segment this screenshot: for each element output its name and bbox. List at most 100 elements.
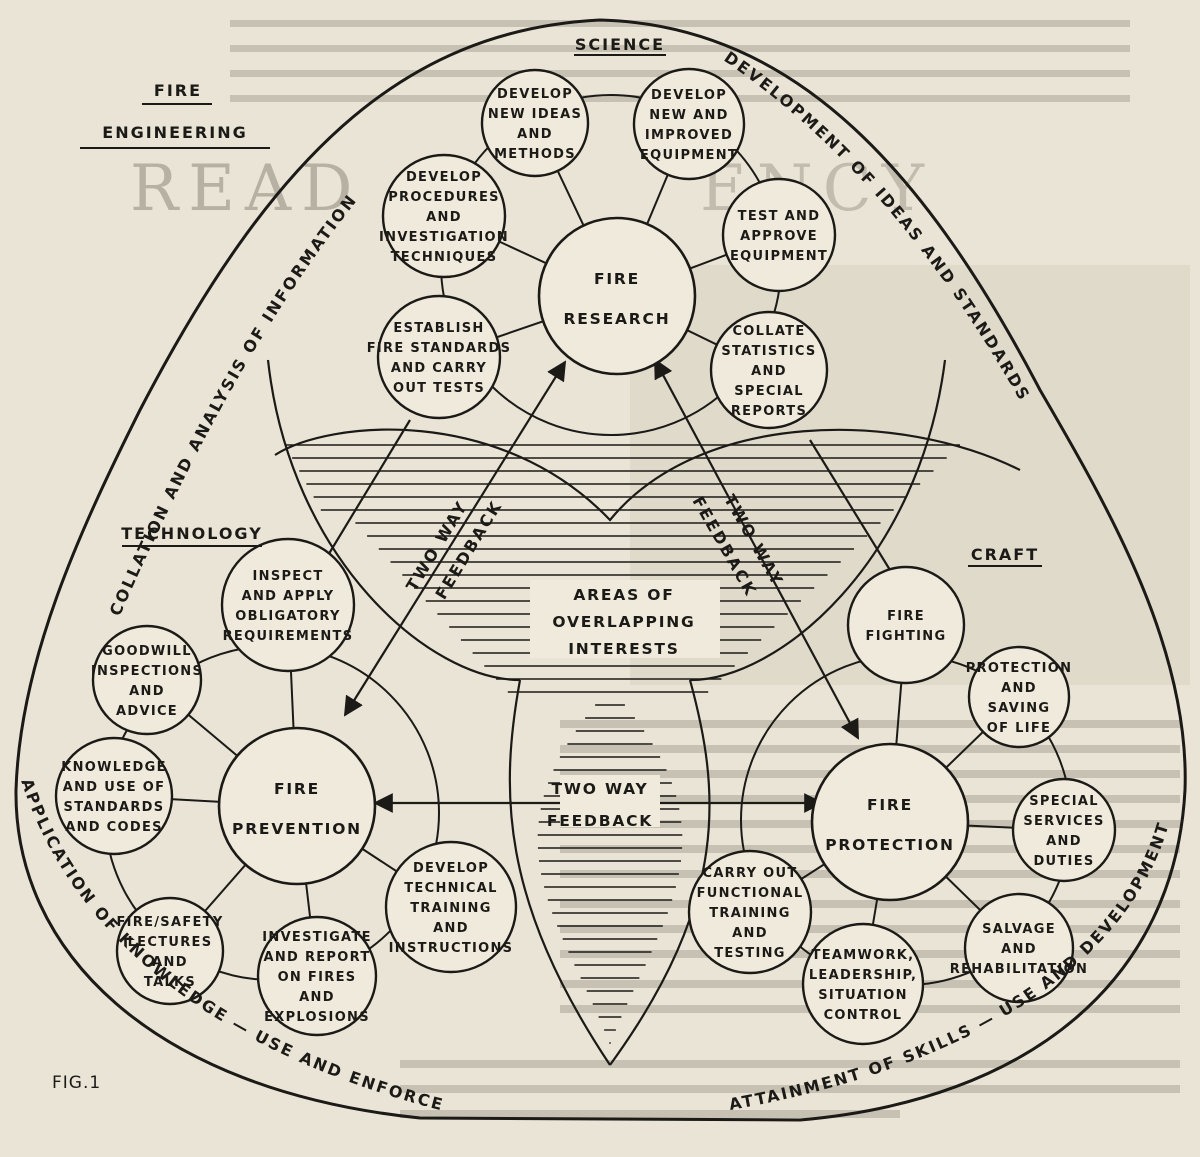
research-node-6: DEVELOPPROCEDURESANDINVESTIGATIONTECHNIQ… [379,153,508,279]
research-node-1-circle [480,68,590,178]
section-science-label: SCIENCE [575,35,665,54]
research-node-2-text: DEVELOP [651,88,727,103]
link-collate-to-protection [809,439,891,571]
prevention-node-6-text: INSTRUCTIONS [389,941,514,956]
protection-node-4-circle [963,892,1075,1004]
prevention-node-4-text: LECTURES [128,935,213,950]
research-node-4-text: STATISTICS [721,344,816,359]
feedback-bottom-line2: FEEDBACK [547,812,653,830]
prevention-node-6-text: TRAINING [410,901,491,916]
prevention-node-1-text: OBLIGATORY [235,609,340,624]
center-backdrop [530,580,720,658]
prevention-node-6-text: AND [433,921,469,936]
protection-node-1-circle [846,565,966,685]
research-node-4-text: AND [751,364,787,379]
research-node-3-text: TEST AND [738,209,821,224]
prevention-node-3-text: AND USE OF [63,780,166,795]
hub-protection: FIRE PROTECTION [810,742,970,902]
hub-research-line2: RESEARCH [564,310,671,328]
protection-node-5-circle [801,922,925,1046]
research-node-4-text: REPORTS [731,404,807,419]
prevention-node-5-text: AND REPORT [263,950,370,965]
research-node-3-circle [721,177,837,293]
protection-node-3-text: SERVICES [1023,814,1104,829]
section-craft-label: CRAFT [971,545,1039,564]
prevention-node-1-text: INSPECT [253,569,324,584]
protection-node-2-text: OF LIFE [987,721,1051,736]
prevention-node-6-text: DEVELOP [413,861,489,876]
protection-node-3-text: AND [1046,834,1082,849]
protection-node-3-circle [1011,777,1117,883]
research-node-5-text: FIRE STANDARDS [367,341,512,356]
protection-node-6-text: CARRY OUT [702,866,797,881]
feedback-bottom-backdrop [560,775,660,827]
prevention-node-2-text: AND [129,684,165,699]
research-node-3-text: APPROVE [740,229,818,244]
protection-node-2-text: SAVING [988,701,1051,716]
prevention-node-5-circle [256,915,378,1037]
research-node-6-text: PROCEDURES [388,190,500,205]
hub-protection-line2: PROTECTION [825,836,955,854]
feedback-arrow-left [343,360,567,717]
prevention-node-3-text: AND CODES [65,820,163,835]
hub-prevention-line2: PREVENTION [232,820,362,838]
prevention-node-5-text: AND [299,990,335,1005]
center-line3: INTERESTS [568,640,680,658]
prevention-node-1-circle [220,537,356,673]
science-arc [274,428,1021,522]
hub-research-line1: FIRE [594,270,640,288]
protection-node-4-text: REHABILITATION [950,962,1088,977]
research-node-1-text: DEVELOP [497,87,573,102]
prevention-node-6: DEVELOP TECHNICAL TRAINING AND INSTRUCTIONS [384,840,518,974]
feedback-arrow-right [654,358,859,740]
center-line2: OVERLAPPING [552,613,695,631]
protection-node-3-text: DUTIES [1033,854,1094,869]
research-node-3: TEST AND APPROVE EQUIPMENT [721,177,837,293]
prevention-node-4-text: TALKS [144,975,196,990]
prevention-node-2-text: INSPECTIONS [91,664,203,679]
title-line-1: FIRE [154,81,202,100]
research-node-4-circle [709,310,829,430]
research-node-2-text: IMPROVED [645,128,733,143]
prevention-node-4-text: FIRE/SAFETY [116,915,223,930]
protection-node-4-text: AND [1001,942,1037,957]
research-node-6-text: TECHNIQUES [391,250,498,265]
research-node-1-text: METHODS [494,147,576,162]
protection-node-6-text: TRAINING [709,906,790,921]
prevention-node-5-text: EXPLOSIONS [264,1010,370,1025]
protection-node-2-circle [967,645,1071,749]
hub-research: FIRE RESEARCH [537,216,697,376]
prevention-node-1-text: REQUIREMENTS [223,629,354,644]
research-node-3-text: EQUIPMENT [730,249,828,264]
prevention-node-6-text: TECHNICAL [404,881,497,896]
hub-prevention-circle [217,726,377,886]
prevention-node-3-text: STANDARDS [64,800,165,815]
research-node-6-circle [381,153,507,279]
outer-boundary [14,18,1187,1122]
figure-label: FIG.1 [52,1073,101,1093]
hub-protection-line1: FIRE [867,796,913,814]
prevention-node-6-circle [384,840,518,974]
section-technology-label: TECHNOLOGY [121,524,263,543]
feedback-bottom-line1: TWO WAY [552,780,649,798]
protection-node-6-text: FUNCTIONAL [697,886,804,901]
research-node-5-circle [376,294,502,420]
title-line-2: ENGINEERING [102,123,247,142]
protection-node-2-text: AND [1001,681,1037,696]
